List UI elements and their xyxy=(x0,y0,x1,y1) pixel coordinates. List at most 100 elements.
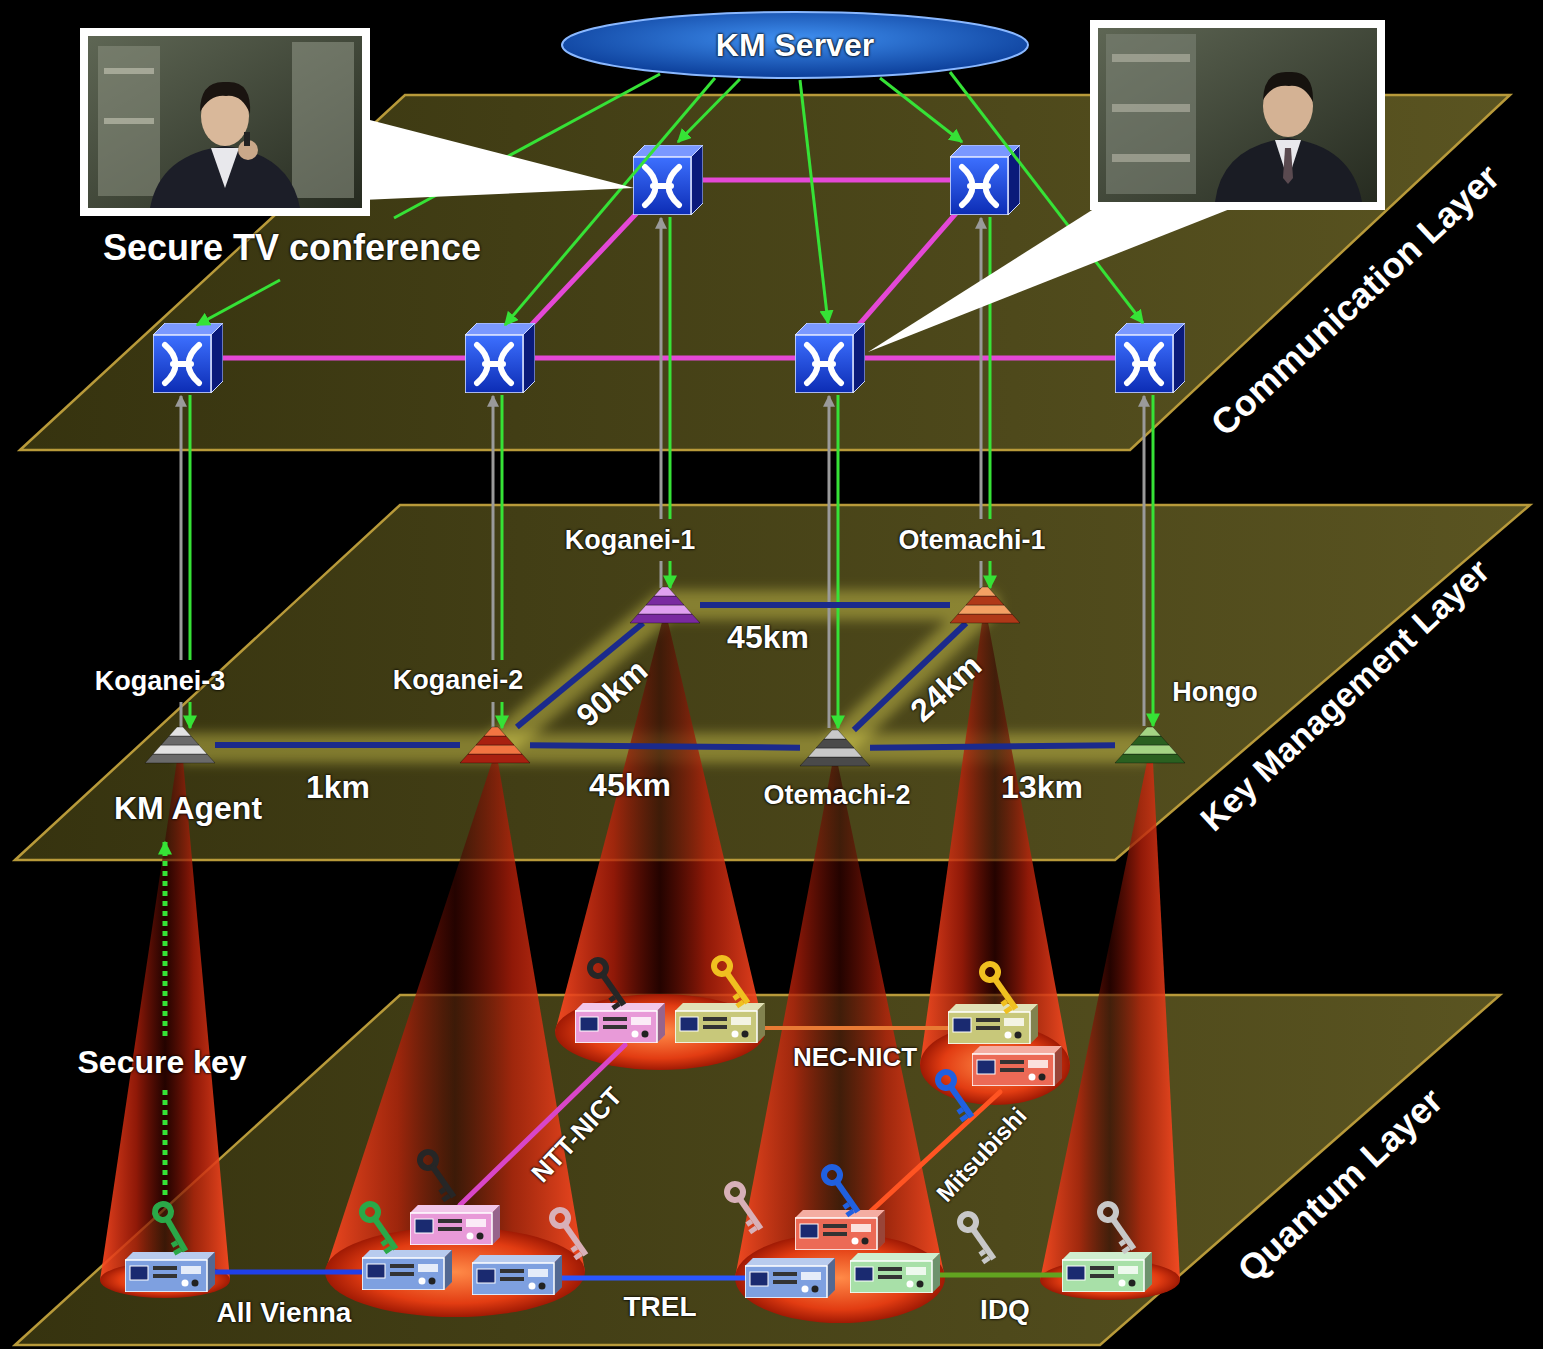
key-cone xyxy=(325,762,585,1272)
conference-photo xyxy=(98,46,160,196)
key-delivery-arrow xyxy=(1143,396,1146,726)
layer-name: Quantum Layer xyxy=(1229,1079,1452,1291)
conference-photo xyxy=(1263,72,1313,102)
conference-photo xyxy=(80,28,370,216)
quantum-link xyxy=(940,1273,1062,1278)
pyramid-step xyxy=(808,748,862,757)
key-icon xyxy=(149,955,1140,1265)
key-delivery-arrow xyxy=(669,217,672,519)
key-icon xyxy=(584,957,630,1011)
conference-photo xyxy=(211,148,239,188)
key-delivery-arrow xyxy=(492,702,495,728)
pyramid-step xyxy=(1139,727,1161,736)
pyramid-step xyxy=(824,730,846,739)
distance-label: 13km xyxy=(1001,768,1083,806)
quantum-link xyxy=(215,1028,1062,1278)
key-icon xyxy=(546,1207,592,1261)
conference-photo xyxy=(1098,28,1377,202)
key-delivery-arrow xyxy=(1152,395,1155,726)
conference-photo xyxy=(292,42,354,198)
pyramid-shape xyxy=(460,727,530,763)
link-glow xyxy=(495,605,985,748)
network-switch xyxy=(1115,323,1185,393)
distance-label: 45km xyxy=(727,618,809,656)
qkd-device xyxy=(362,1250,452,1290)
layer-name: Communication Layer xyxy=(1202,155,1508,444)
conference-photo xyxy=(1112,104,1190,112)
callout xyxy=(362,118,634,200)
node-label: Koganei-2 xyxy=(393,664,524,696)
key-icon xyxy=(414,1149,460,1203)
conference-photo xyxy=(1090,20,1385,210)
km-node-pyramid: Otemachi-2 xyxy=(800,730,870,766)
pyramid-step xyxy=(654,587,676,596)
key-icon xyxy=(708,955,754,1009)
key-delivery-arrow xyxy=(989,217,992,519)
pyramid-step xyxy=(153,745,207,754)
network-switch xyxy=(950,145,1020,215)
annotation-label: IDQ xyxy=(980,1293,1030,1327)
key-icon xyxy=(818,1164,864,1218)
pyramid-step xyxy=(169,727,191,736)
server-ellipse: KM Server xyxy=(560,10,1030,80)
conference-photo xyxy=(1090,20,1385,210)
annotation-label: Secure key xyxy=(77,1043,246,1081)
qkd-device xyxy=(125,1252,215,1292)
key-cone xyxy=(100,622,1180,1323)
conference-photo xyxy=(88,36,362,208)
key-icon xyxy=(954,1211,1000,1265)
key-delivery-arrow xyxy=(660,218,663,519)
server-ellipse-shape xyxy=(562,12,1028,78)
annotation-label: All Vienna xyxy=(217,1296,352,1330)
pyramid-step xyxy=(1123,745,1177,754)
callout xyxy=(868,205,1240,352)
km-link xyxy=(870,745,1115,747)
conference-photo xyxy=(104,118,154,124)
annotation-label: KM Agent xyxy=(114,789,262,827)
node-label: Koganei-3 xyxy=(95,665,226,697)
layer-plane xyxy=(15,95,1530,1345)
network-switch xyxy=(795,323,865,393)
km-node-pyramid: Hongo xyxy=(1115,727,1185,763)
layer-plane xyxy=(15,505,1530,860)
annotation-label: TREL xyxy=(623,1290,696,1324)
network-switch xyxy=(633,145,703,215)
key-icon xyxy=(721,1181,767,1235)
key-delivery-arrow xyxy=(669,561,672,588)
key-delivery-arrow xyxy=(660,561,663,588)
annotation-label: Secure TV conference xyxy=(103,226,481,269)
key-delivery-arrow xyxy=(180,396,183,660)
conference-photo xyxy=(244,132,250,146)
km-control-arrow xyxy=(197,280,280,325)
secure-key-arrow xyxy=(163,842,168,1036)
pyramid-step xyxy=(630,614,700,623)
key-delivery-arrow xyxy=(189,395,192,660)
quantum-link xyxy=(215,1270,362,1275)
pyramid-shape xyxy=(1115,727,1185,763)
key-icon xyxy=(1094,1201,1140,1255)
annotation-label: NTT-NICT xyxy=(525,1081,629,1189)
pyramid-step xyxy=(646,596,684,605)
key-delivery-arrow xyxy=(980,218,983,519)
node-label: Koganei-1 xyxy=(565,524,696,556)
key-cone xyxy=(555,994,765,1070)
pyramid-step xyxy=(950,614,1020,623)
pyramid-step xyxy=(161,736,199,745)
conference-photo xyxy=(1215,138,1362,202)
key-delivery-arrow xyxy=(980,561,983,588)
annotation-label: NEC-NICT xyxy=(793,1042,917,1073)
distance-label: 1km xyxy=(306,768,370,806)
key-delivery-arrow xyxy=(492,396,495,660)
key-delivery-arrow xyxy=(837,395,840,728)
conference-photo xyxy=(1112,54,1190,62)
km-link xyxy=(530,745,800,747)
key-delivery-arrow xyxy=(501,702,504,728)
quantum-link xyxy=(765,1026,948,1030)
node-label: Otemachi-1 xyxy=(898,524,1045,556)
key-cone xyxy=(555,622,765,1032)
annotation-label: Mitsubishi xyxy=(931,1102,1033,1208)
node-label: Hongo xyxy=(1172,676,1257,708)
key-delivery-arrow xyxy=(828,396,831,728)
key-cone xyxy=(100,760,230,1280)
